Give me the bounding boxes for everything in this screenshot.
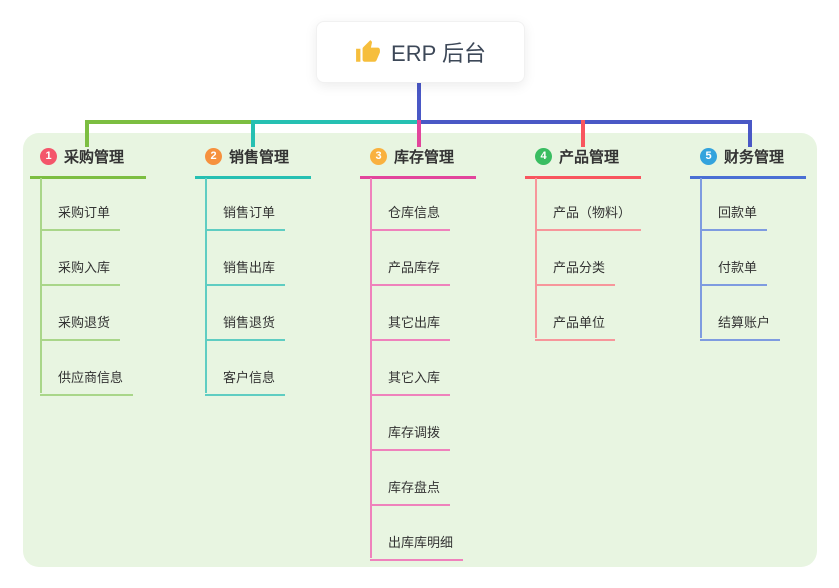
branch-badge: 2 [205,148,222,165]
branch-drop-4 [581,120,585,147]
child-node[interactable]: 采购退货 [40,312,121,341]
branch-node-finance[interactable]: 5 财务管理 [690,146,807,179]
child-node[interactable]: 其它入库 [370,367,451,396]
child-node[interactable]: 其它出库 [370,312,451,341]
trunk-segment-blue [419,120,752,124]
branch-drop-2 [251,120,255,147]
thumbs-up-icon [356,40,380,62]
child-node[interactable]: 库存调拨 [370,422,451,451]
branch-badge: 5 [700,148,717,165]
child-node[interactable]: 产品（物料） [535,202,642,231]
child-node[interactable]: 采购入库 [40,257,121,286]
child-node[interactable]: 产品单位 [535,312,616,341]
branch-node-product[interactable]: 4 产品管理 [525,146,642,179]
branch-drop-3 [417,120,421,147]
branch-badge: 4 [535,148,552,165]
child-node[interactable]: 回款单 [700,202,768,231]
branch-badge: 1 [40,148,57,165]
child-node[interactable]: 仓库信息 [370,202,451,231]
child-node[interactable]: 付款单 [700,257,768,286]
branch-node-inventory[interactable]: 3 库存管理 [360,146,477,179]
child-node[interactable]: 供应商信息 [40,367,134,396]
branch-label: 财务管理 [724,149,785,166]
trunk-segment-teal [253,120,419,124]
mindmap-background-panel [23,133,817,567]
child-node[interactable]: 销售出库 [205,257,286,286]
branch-label: 采购管理 [64,149,125,166]
branch-label: 产品管理 [559,149,620,166]
root-title: ERP 后台 [391,41,486,66]
branch-drop-1 [85,120,89,147]
branch-node-purchasing[interactable]: 1 采购管理 [30,146,147,179]
root-node[interactable]: ERP 后台 [316,21,525,83]
child-node[interactable]: 产品库存 [370,257,451,286]
child-node[interactable]: 客户信息 [205,367,286,396]
child-node[interactable]: 销售订单 [205,202,286,231]
branch-label: 销售管理 [229,149,290,166]
branch-drop-5 [748,120,752,147]
branch-label: 库存管理 [394,149,455,166]
branch-children-line [700,178,702,338]
child-node[interactable]: 销售退货 [205,312,286,341]
root-connector-line [417,81,421,123]
child-node[interactable]: 出库库明细 [370,532,464,561]
child-node[interactable]: 产品分类 [535,257,616,286]
trunk-segment-green [85,120,253,124]
child-node[interactable]: 库存盘点 [370,477,451,506]
branch-children-line [370,178,372,558]
child-node[interactable]: 采购订单 [40,202,121,231]
branch-children-line [535,178,537,338]
branch-badge: 3 [370,148,387,165]
child-node[interactable]: 结算账户 [700,312,781,341]
branch-node-sales[interactable]: 2 销售管理 [195,146,312,179]
